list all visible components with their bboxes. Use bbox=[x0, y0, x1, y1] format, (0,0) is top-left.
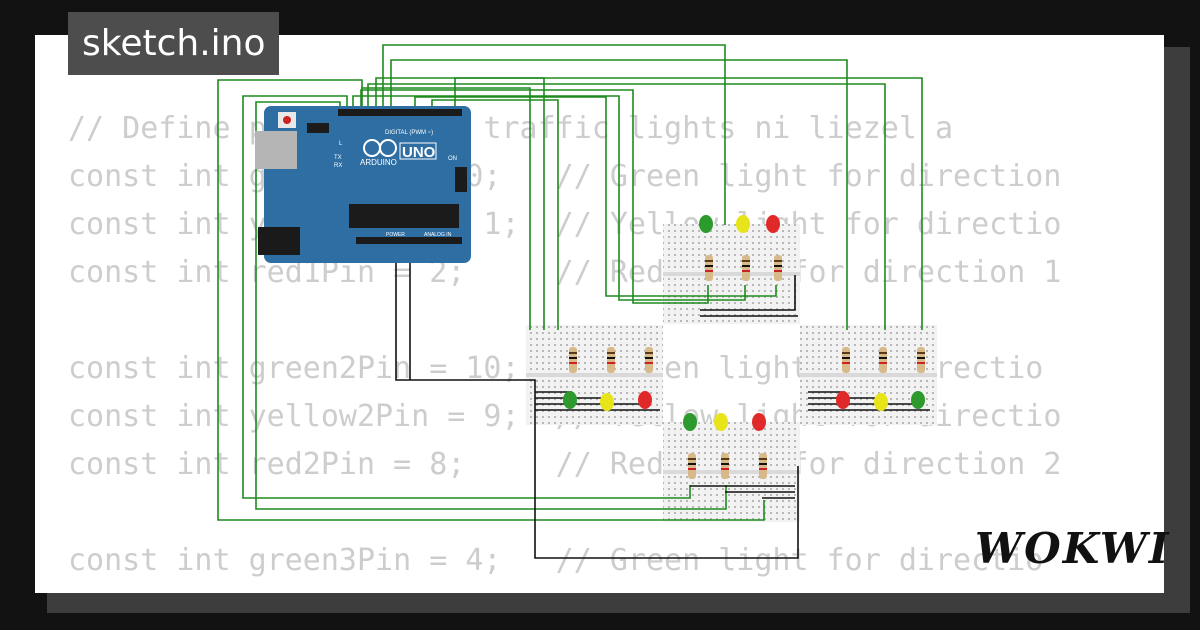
led-red bbox=[836, 391, 850, 409]
led-yellow bbox=[600, 393, 614, 411]
wire bbox=[375, 77, 923, 330]
usb-port bbox=[255, 131, 297, 169]
digital-header bbox=[338, 109, 462, 116]
resistor bbox=[879, 347, 887, 373]
rx-label: RX bbox=[334, 163, 342, 169]
on-label: ON bbox=[448, 156, 457, 162]
breadboard-right bbox=[800, 325, 937, 425]
uno-label: UNO bbox=[402, 144, 436, 161]
arduino-uno-board: UNO ARDUINO DIGITAL (PWM ~) POWER ANALOG… bbox=[255, 106, 471, 263]
led-yellow bbox=[874, 393, 888, 411]
led-green bbox=[911, 391, 925, 409]
wokwi-logo: WOKWI bbox=[975, 524, 1171, 573]
analog-label: ANALOG IN bbox=[424, 232, 452, 238]
icsp-top bbox=[307, 123, 329, 133]
wire bbox=[431, 99, 559, 330]
wire bbox=[361, 87, 531, 330]
wire bbox=[255, 101, 727, 510]
led-red bbox=[752, 413, 766, 431]
reset-button-knob bbox=[283, 116, 291, 124]
led-green bbox=[683, 413, 697, 431]
preview-card: // Define pins for the traffic lights ni… bbox=[35, 35, 1164, 593]
led-yellow bbox=[714, 413, 728, 431]
wire bbox=[414, 96, 777, 297]
leds bbox=[563, 215, 925, 431]
sketch-title: sketch.ino bbox=[68, 12, 280, 75]
code-line: const int green3Pin = 4; // Green light … bbox=[68, 543, 1044, 578]
resistors bbox=[569, 255, 925, 479]
power-jack bbox=[258, 227, 300, 255]
brand-label: ARDUINO bbox=[360, 158, 397, 167]
wire bbox=[700, 275, 796, 311]
resistor bbox=[705, 255, 713, 281]
wire bbox=[454, 77, 545, 330]
wire bbox=[352, 95, 746, 301]
resistor bbox=[742, 255, 750, 281]
icsp-header bbox=[455, 167, 467, 192]
circuit-diagram: UNO ARDUINO DIGITAL (PWM ~) POWER ANALOG… bbox=[217, 44, 937, 559]
resistor bbox=[774, 255, 782, 281]
wire bbox=[217, 79, 765, 521]
led-green bbox=[563, 391, 577, 409]
resistor bbox=[759, 453, 767, 479]
resistor bbox=[645, 347, 653, 373]
resistor bbox=[607, 347, 615, 373]
led-yellow bbox=[736, 215, 750, 233]
led-green bbox=[699, 215, 713, 233]
resistor bbox=[721, 453, 729, 479]
ground-wires bbox=[395, 255, 930, 559]
digital-label: DIGITAL (PWM ~) bbox=[385, 130, 433, 136]
wire bbox=[395, 255, 799, 559]
tx-label: TX bbox=[334, 155, 342, 161]
resistor bbox=[688, 453, 696, 479]
resistor bbox=[569, 347, 577, 373]
resistor bbox=[842, 347, 850, 373]
led-red bbox=[766, 215, 780, 233]
power-analog-header bbox=[356, 237, 462, 244]
breadboard-bottom bbox=[663, 422, 800, 522]
led-red bbox=[638, 391, 652, 409]
signal-wires bbox=[217, 44, 923, 521]
wire bbox=[382, 44, 726, 225]
breadboard-left bbox=[526, 325, 663, 425]
power-label: POWER bbox=[386, 232, 405, 238]
resistor bbox=[917, 347, 925, 373]
code-line: const int yellow3Pin = 5; // Yellow ligh… bbox=[68, 585, 1061, 593]
atmega-chip bbox=[349, 204, 459, 228]
wire bbox=[242, 95, 691, 499]
l-label: L bbox=[339, 141, 343, 147]
